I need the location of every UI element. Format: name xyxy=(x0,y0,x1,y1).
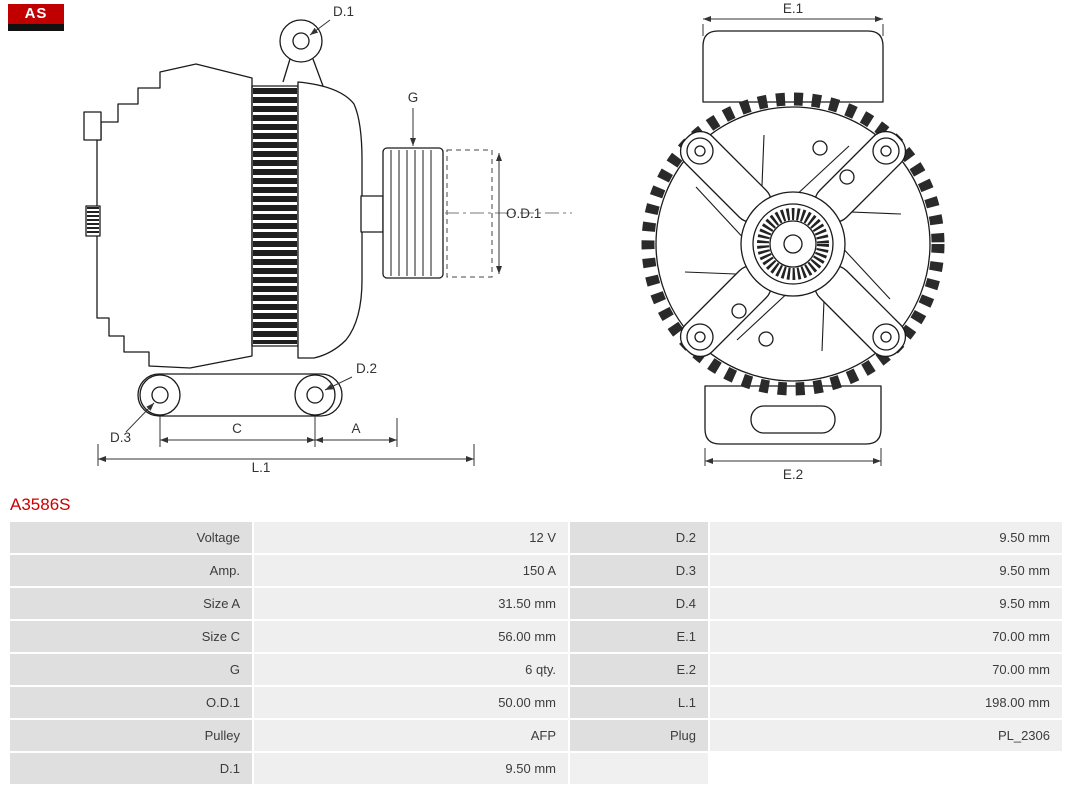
mounting-bar xyxy=(137,373,343,417)
dim-label-g: G xyxy=(408,90,419,105)
stator-teeth-ring xyxy=(641,92,945,396)
spec-value: AFP xyxy=(254,720,568,751)
fan-blades xyxy=(684,134,902,352)
dim-label-e1: E.1 xyxy=(783,1,803,16)
spec-label: D.4 xyxy=(570,588,708,619)
brand-logo: AS xyxy=(8,4,64,31)
dim-label-l1: L.1 xyxy=(252,460,271,475)
spec-value: 198.00 mm xyxy=(710,687,1062,718)
spec-label: Plug xyxy=(570,720,708,751)
spec-row: Voltage 12 V D.2 9.50 mm xyxy=(10,522,1062,553)
alternator-technical-drawing: D.1 G O.D.1 D.2 D.3 C A L.1 xyxy=(83,1,945,482)
spec-value: 70.00 mm xyxy=(710,654,1062,685)
spec-row: Size A 31.50 mm D.4 9.50 mm xyxy=(10,588,1062,619)
bottom-slot xyxy=(750,405,836,434)
shaft-hole xyxy=(783,234,803,254)
spec-value-empty xyxy=(710,753,1062,784)
spec-row: O.D.1 50.00 mm L.1 198.00 mm xyxy=(10,687,1062,718)
spec-label: D.2 xyxy=(570,522,708,553)
spec-label: Size C xyxy=(10,621,252,652)
front-bracket xyxy=(96,63,253,369)
spec-value: 50.00 mm xyxy=(254,687,568,718)
spec-value: 150 A xyxy=(254,555,568,586)
front-view-dimensions xyxy=(702,16,884,466)
spec-label: G xyxy=(10,654,252,685)
spec-row: Amp. 150 A D.3 9.50 mm xyxy=(10,555,1062,586)
spec-label: L.1 xyxy=(570,687,708,718)
brand-logo-stripe xyxy=(8,24,64,31)
spec-value: 9.50 mm xyxy=(710,522,1062,553)
spec-label: Pulley xyxy=(10,720,252,751)
spec-value: 56.00 mm xyxy=(254,621,568,652)
spec-row: G 6 qty. E.2 70.00 mm xyxy=(10,654,1062,685)
spec-value: PL_2306 xyxy=(710,720,1062,751)
dim-label-d1: D.1 xyxy=(333,4,354,19)
spec-value: 9.50 mm xyxy=(710,588,1062,619)
spec-label: Voltage xyxy=(10,522,252,553)
spec-label-empty xyxy=(570,753,708,784)
spec-label: D.1 xyxy=(10,753,252,784)
rear-bracket xyxy=(297,81,363,359)
spec-label: E.2 xyxy=(570,654,708,685)
spec-label: E.1 xyxy=(570,621,708,652)
front-top-block xyxy=(702,30,884,103)
dim-label-od1: O.D.1 xyxy=(506,206,541,221)
spec-label: Amp. xyxy=(10,555,252,586)
spec-value: 6 qty. xyxy=(254,654,568,685)
part-number: A3586S xyxy=(10,495,71,514)
side-view-dimensions xyxy=(97,19,502,466)
spec-label: O.D.1 xyxy=(10,687,252,718)
spec-table: Voltage 12 V D.2 9.50 mm Amp. 150 A D.3 … xyxy=(10,522,1062,784)
dim-label-d2: D.2 xyxy=(356,361,377,376)
spec-row: Pulley AFP Plug PL_2306 xyxy=(10,720,1062,751)
spec-row: D.1 9.50 mm xyxy=(10,753,1062,784)
alternator-front-view xyxy=(641,30,945,445)
spec-value: 9.50 mm xyxy=(254,753,568,784)
dim-label-a: A xyxy=(351,421,360,436)
spec-label: Size A xyxy=(10,588,252,619)
spec-value: 31.50 mm xyxy=(254,588,568,619)
shaft xyxy=(360,195,384,233)
spec-value: 12 V xyxy=(254,522,568,553)
dim-label-d3: D.3 xyxy=(110,430,131,445)
spec-row: Size C 56.00 mm E.1 70.00 mm xyxy=(10,621,1062,652)
spec-value: 70.00 mm xyxy=(710,621,1062,652)
spec-label: D.3 xyxy=(570,555,708,586)
knurled-ring xyxy=(757,208,829,280)
alternator-side-view xyxy=(83,19,444,417)
pulley xyxy=(382,147,444,279)
spec-value: 9.50 mm xyxy=(710,555,1062,586)
dim-label-c: C xyxy=(232,421,242,436)
brand-logo-text: AS xyxy=(8,4,64,24)
dim-label-e2: E.2 xyxy=(783,467,803,482)
